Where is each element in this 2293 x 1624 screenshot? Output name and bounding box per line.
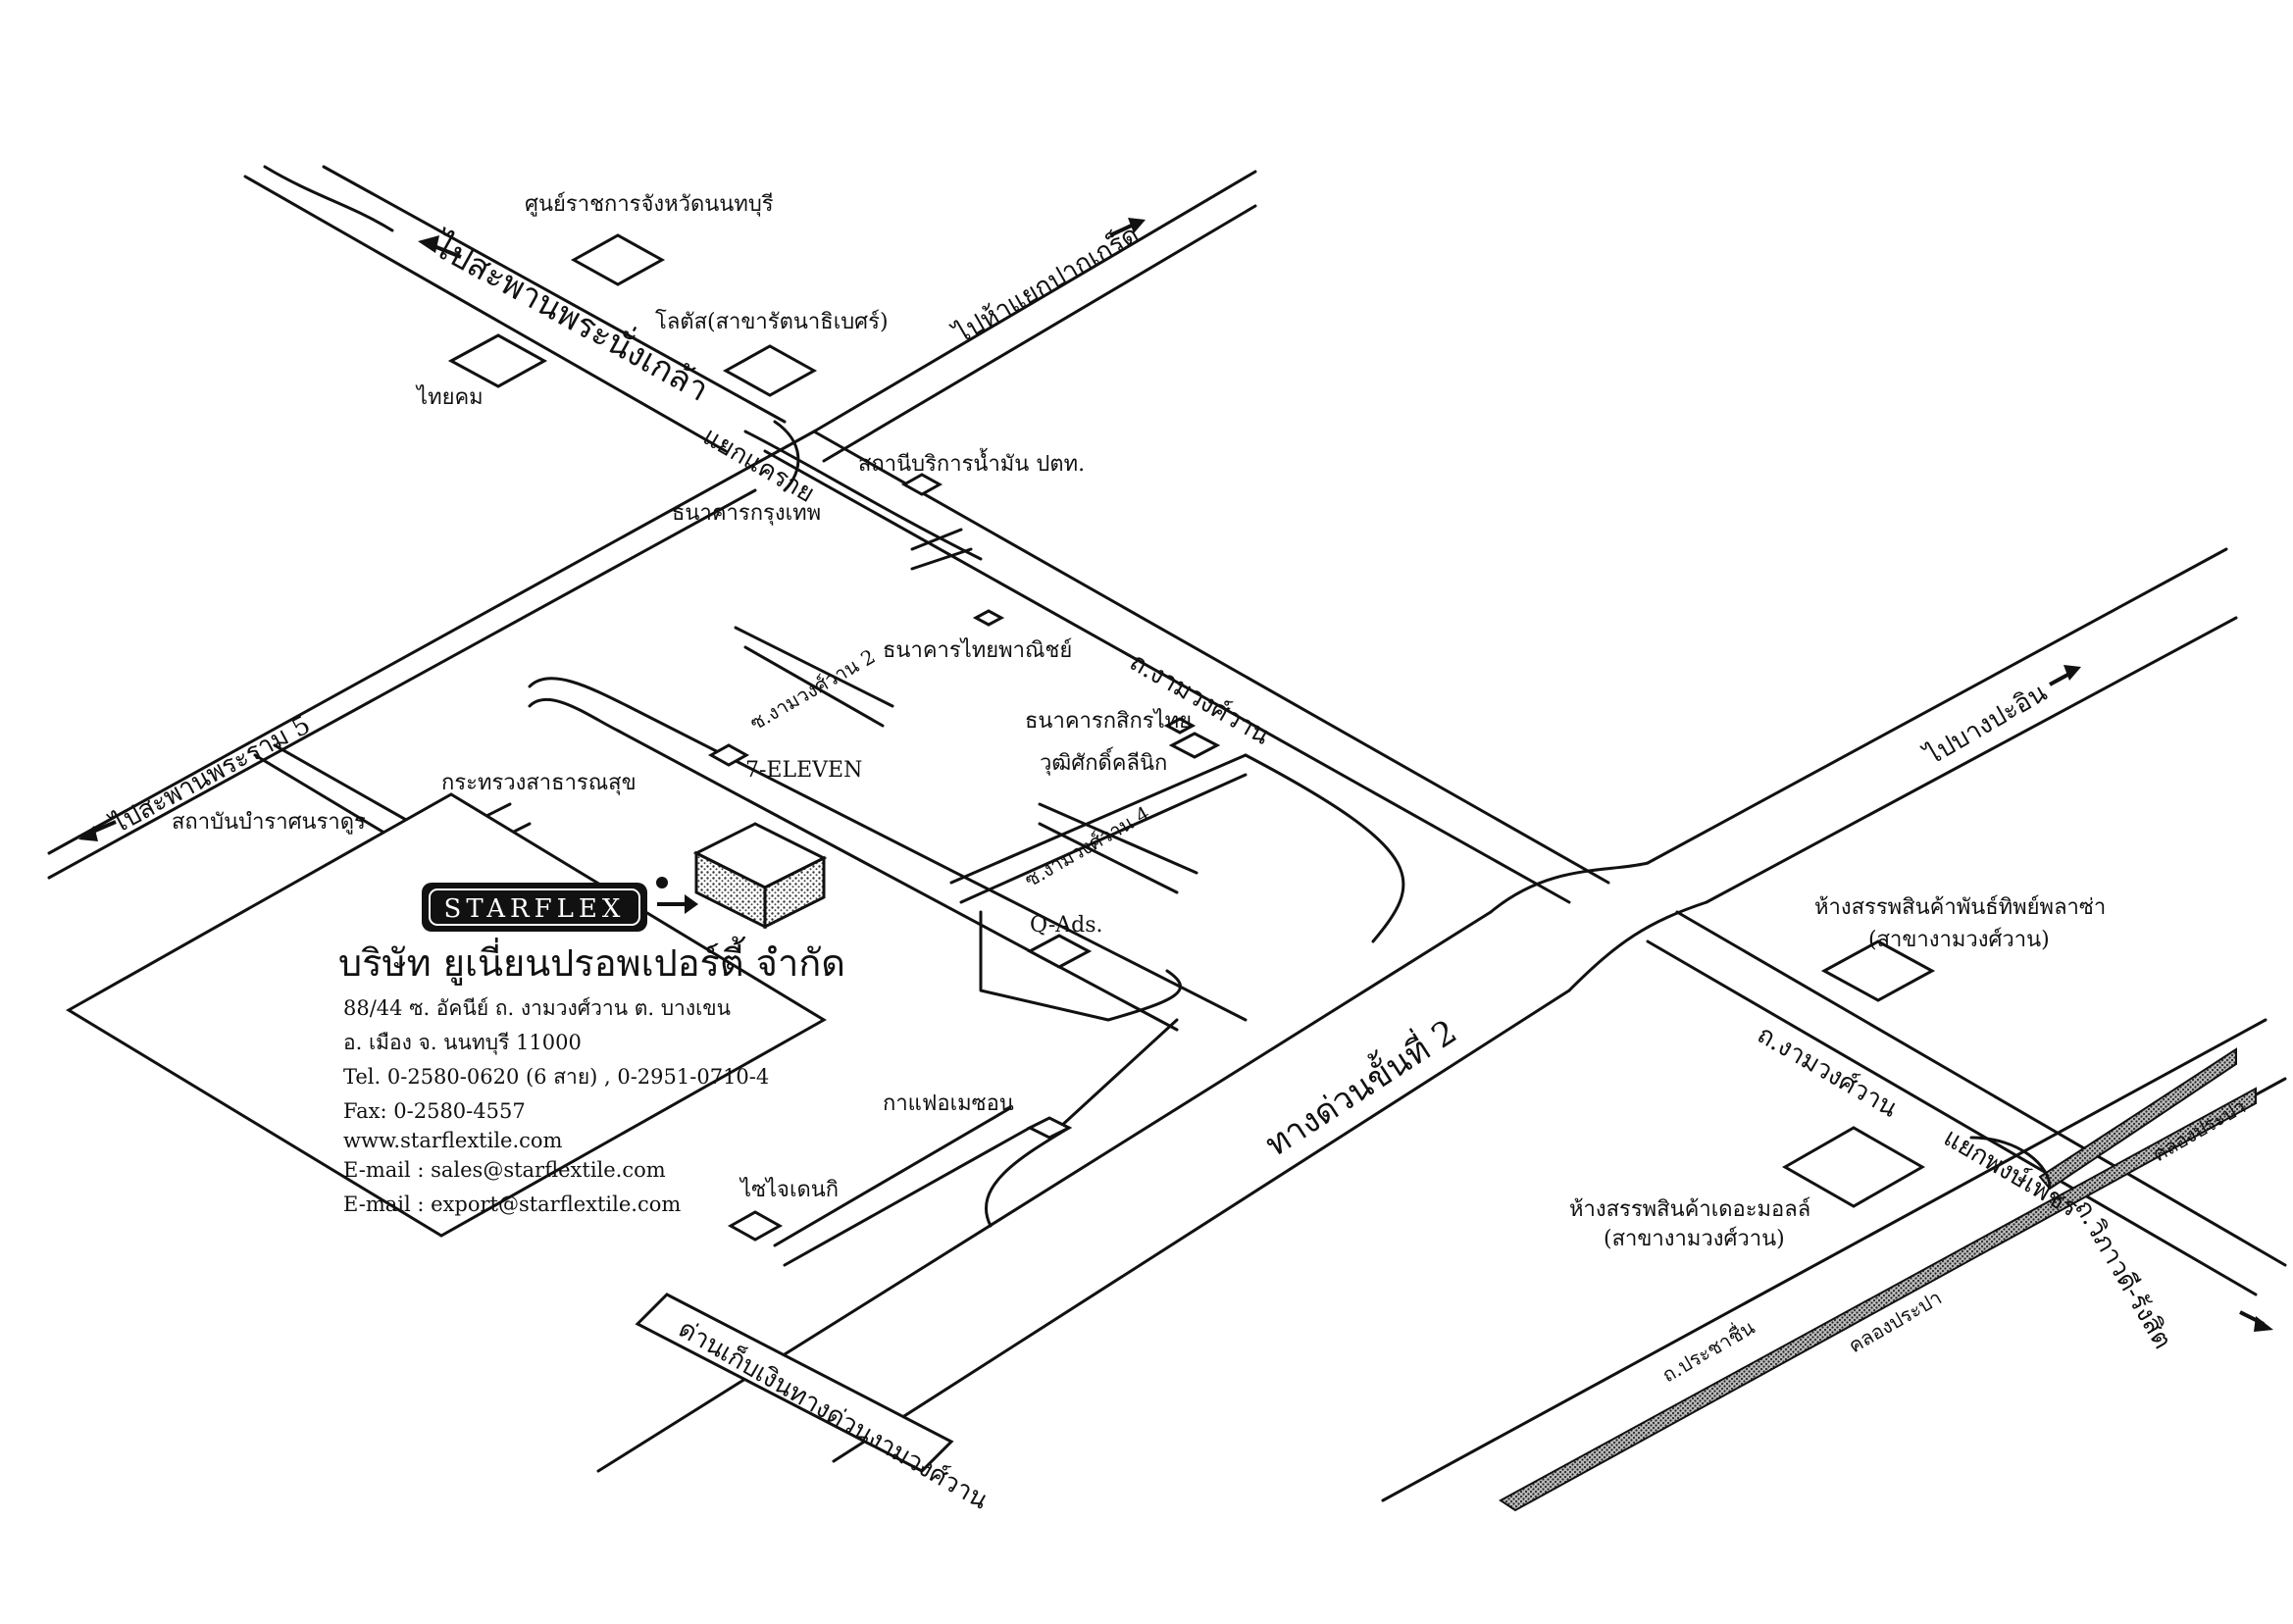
label-lotus: โลตัส(สาขารัตนาธิเบศร์)	[655, 309, 889, 334]
company-fax: Fax: 0-2580-4557	[343, 1099, 526, 1123]
provincial-hall-building	[570, 233, 666, 286]
vibhavadi-prachachuen	[1381, 1018, 2287, 1512]
clinic-building	[1168, 732, 1221, 759]
label-toll: ด่านเก็บเงินทางด่วนงามวงศ์วาน	[674, 1312, 994, 1515]
starflex-building	[692, 822, 828, 930]
ptt-building	[900, 473, 943, 496]
company-tel: Tel. 0-2580-0620 (6 สาย) , 0-2951-0710-4	[343, 1065, 769, 1089]
label-qads: Q-Ads.	[1030, 913, 1103, 938]
label-provincial-hall: ศูนย์ราชการจังหวัดนนทบุรี	[525, 192, 774, 217]
label-cafe: กาแฟอเมซอน	[883, 1091, 1014, 1116]
label-thaikom: ไทยคม	[415, 384, 484, 410]
label-khae-rai: แยกแคราย	[698, 422, 820, 509]
company-address-1: 88/44 ซ. อัคนีย์ ถ. งามวงศ์วาน ต. บางเขน	[343, 996, 731, 1020]
ngamwongwan-road	[763, 430, 2287, 1296]
pak-kret-rama5-road	[47, 170, 1257, 880]
starflex-logo: STARFLEX	[422, 877, 668, 932]
lotus-building	[722, 344, 818, 397]
mall-building	[1781, 1126, 1926, 1208]
arrow-right-icon	[2049, 665, 2081, 686]
daikin-building	[727, 1210, 784, 1242]
company-email-export: E-mail : export@starflextile.com	[343, 1193, 681, 1216]
label-seven: 7-ELEVEN	[745, 758, 862, 783]
qads-building	[1026, 934, 1093, 969]
kbank-building	[1163, 717, 1197, 735]
scb-building	[972, 609, 1005, 627]
label-bang-pa-in: ไปบางปะอิน	[1918, 677, 2052, 772]
company-web: www.starflextile.com	[343, 1129, 563, 1152]
label-expressway: ทางด่วนขั้นที่ 2	[1255, 1008, 1463, 1165]
label-kbank: ธนาคารกสิกรไทย	[1025, 708, 1192, 734]
toll-label-box	[635, 1293, 954, 1473]
label-ngamwongwan-lower: ถ.งามวงศ์วาน	[1753, 1020, 1903, 1124]
label-clinic: วุฒิศักดิ์คลีนิก	[1040, 747, 1167, 776]
kaset-junction-arc	[1969, 1136, 2052, 1189]
buildings	[447, 233, 1936, 1242]
label-moph: กระทรวงสาธารณสุข	[441, 771, 637, 795]
label-tips-plaza: ห้างสรรพสินค้าพันธ์ทิพย์พลาซ่า	[1814, 895, 2106, 920]
starflex-logo-text: STARFLEX	[444, 894, 626, 924]
company-email-sales: E-mail : sales@starflextile.com	[343, 1158, 666, 1182]
arrow-right-icon	[1109, 218, 1146, 237]
arrow-right-icon	[2239, 1310, 2273, 1332]
arrow-left-icon	[418, 235, 462, 259]
company-info-panel	[66, 792, 827, 1238]
label-daikin: ไซไจเดนกิ	[739, 1177, 839, 1202]
label-mall-branch: (สาขางามวงศ์วาน)	[1604, 1227, 1785, 1251]
tips-plaza-building	[1820, 939, 1936, 1002]
label-scb: ธนาคารไทยพาณิชย์	[883, 637, 1072, 663]
label-rajanukul: สถาบันบำราศนราดูร	[172, 810, 366, 835]
thaikom-building	[447, 333, 548, 388]
khae-rai-junction-arc	[773, 420, 800, 492]
label-bangkok-bank: ธนาคารกรุงเทพ	[672, 501, 821, 526]
expressway-2	[596, 547, 2238, 1473]
direction-arrows	[78, 218, 2273, 1332]
company-name: บริษัท ยูเนี่ยนปรอพเปอร์ตี้ จำกัด	[338, 936, 845, 986]
cafe-building	[1026, 1116, 1073, 1140]
registered-mark	[656, 877, 668, 888]
label-tips-branch: (สาขางามวงศ์วาน)	[1868, 928, 2050, 952]
rattanathibet-road	[243, 165, 983, 561]
seven-building	[707, 743, 750, 767]
label-mall: ห้างสรรพสินค้าเดอะมอลล์	[1569, 1197, 1810, 1222]
company-address-2: อ. เมือง จ. นนทบุรี 11000	[343, 1031, 582, 1055]
label-ptt: สถานีบริการน้ำมัน ปตท.	[858, 448, 1085, 477]
arrow-left-icon	[78, 820, 117, 841]
pointer-arrow	[657, 894, 698, 914]
